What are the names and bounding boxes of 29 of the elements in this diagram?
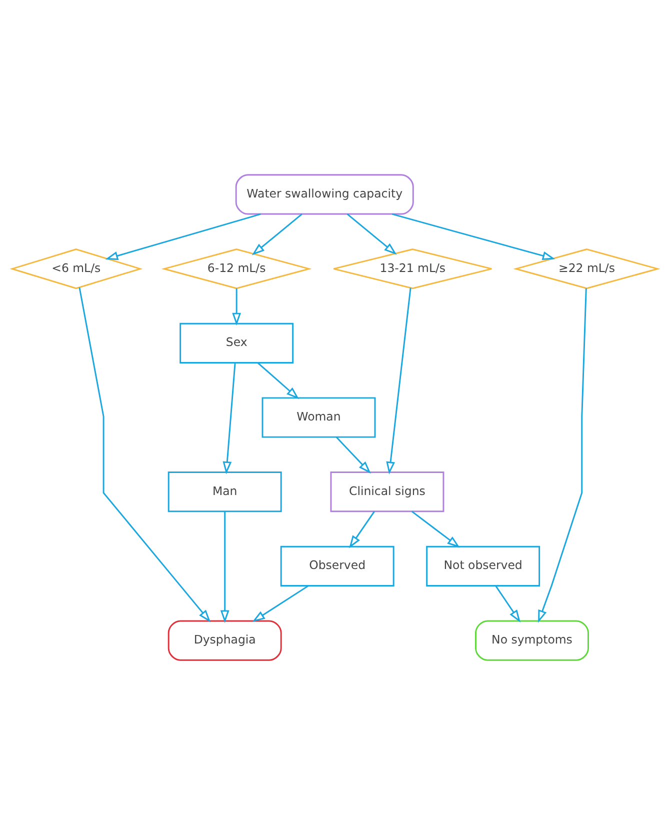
node-box: Water swallowing capacity xyxy=(235,174,414,215)
node-box: Sex xyxy=(180,322,294,364)
arrow xyxy=(495,585,520,623)
node-diamond: ≥22 mL/s xyxy=(513,248,660,290)
arrow xyxy=(105,213,261,260)
node-diamond: 6-12 mL/s xyxy=(161,248,312,290)
arrow xyxy=(349,511,375,548)
node-box: No symptoms xyxy=(475,620,589,661)
node-diamond: <6 mL/s xyxy=(10,248,143,290)
node-box: Dysphagia xyxy=(168,620,282,661)
node-box: Woman xyxy=(262,397,376,438)
node-box: Clinical signs xyxy=(330,472,444,512)
arrow xyxy=(336,436,371,474)
node-box: Man xyxy=(168,472,282,512)
arrow xyxy=(78,287,211,622)
node-box: Observed xyxy=(280,546,394,586)
arrow xyxy=(257,362,300,400)
arrow xyxy=(386,288,412,474)
arrow xyxy=(222,362,236,474)
arrow xyxy=(346,214,397,255)
node-box: Not observed xyxy=(426,546,540,586)
arrow xyxy=(232,288,242,326)
arrow xyxy=(538,288,587,623)
arrow xyxy=(392,213,556,260)
arrow xyxy=(252,214,302,256)
arrow xyxy=(252,585,309,622)
node-diamond: 13-21 mL/s xyxy=(332,248,492,290)
arrow xyxy=(220,512,230,623)
arrow xyxy=(411,510,460,548)
